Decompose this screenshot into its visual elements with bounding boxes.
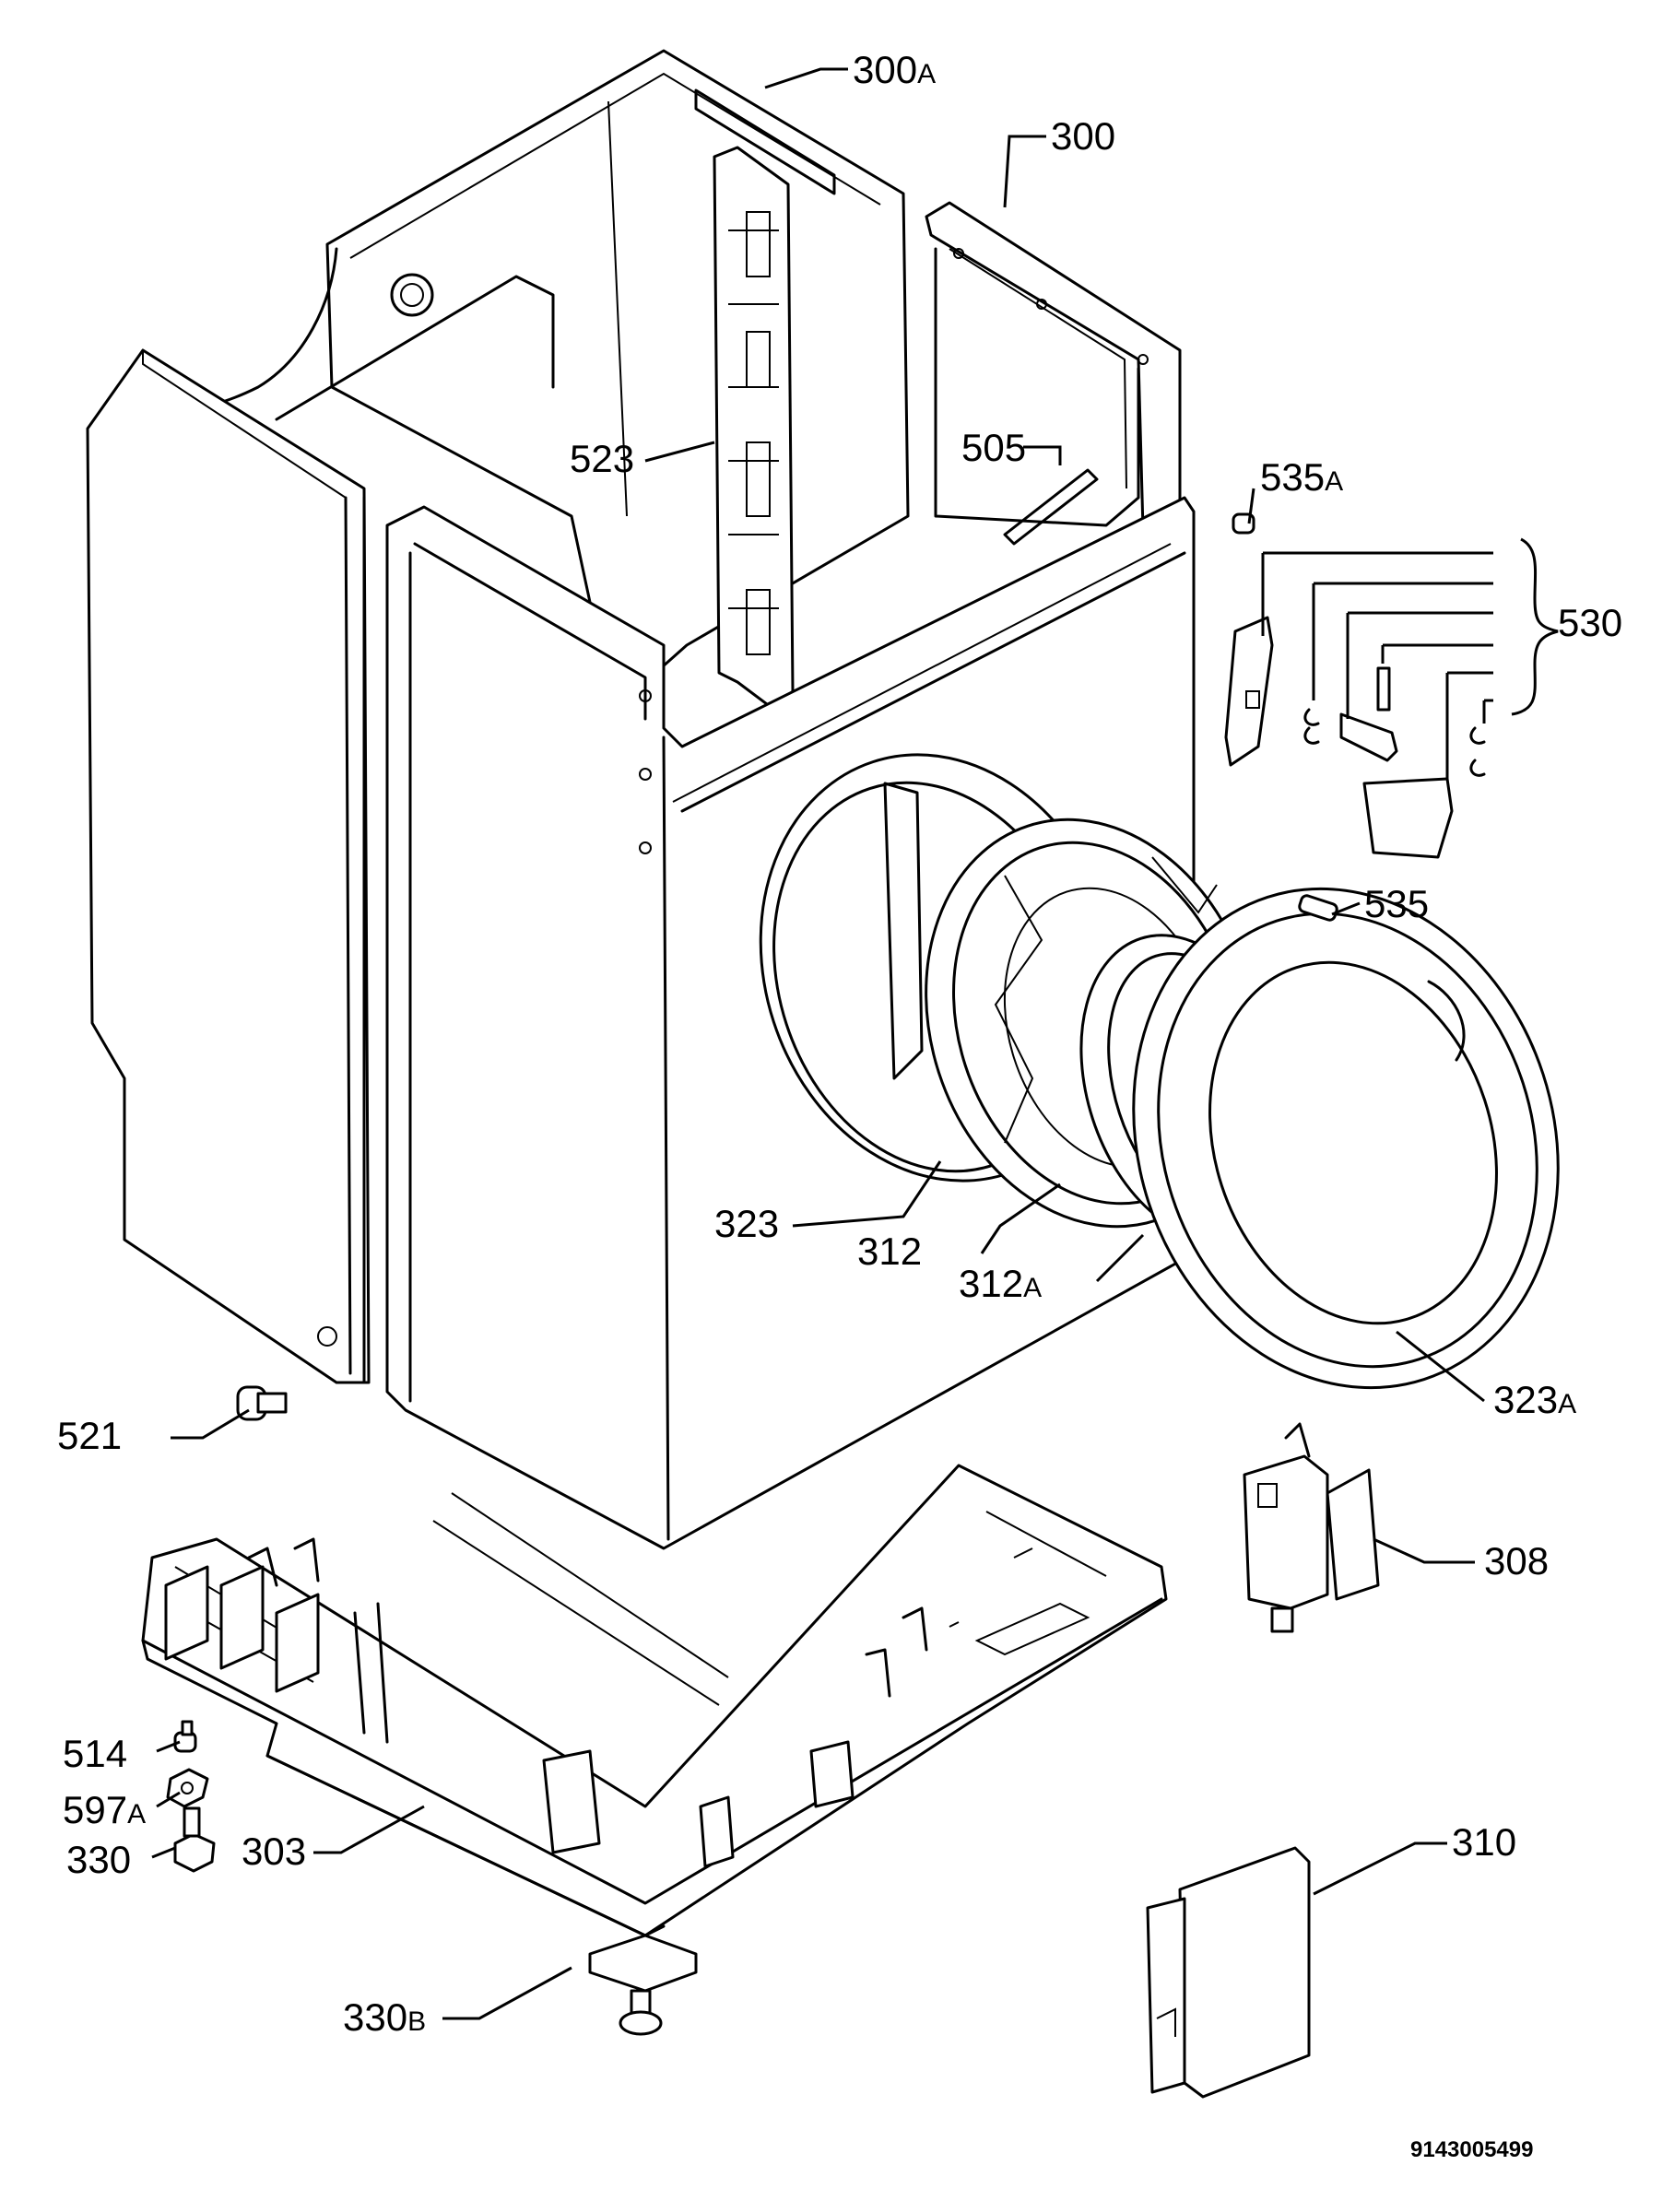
callout-523: 523 (570, 437, 634, 480)
callout-323: 323 (714, 1202, 779, 1245)
bracket-523 (713, 146, 795, 712)
front-cabinet (385, 496, 1196, 1550)
left-side-panel (86, 348, 371, 1384)
hinge-set-530 (1224, 537, 1559, 859)
bolt-330 (173, 1806, 216, 1873)
callout-300a: 300A (853, 48, 936, 91)
callout-310: 310 (1452, 1820, 1516, 1864)
callout-535: 535 (1364, 882, 1429, 925)
side-panel-300 (925, 201, 1182, 546)
callout-312: 312 (857, 1230, 922, 1273)
base-frame-303 (141, 1464, 1168, 1937)
callout-535a: 535A (1260, 455, 1343, 499)
callout-505: 505 (961, 426, 1026, 469)
screw-521 (236, 1385, 288, 1421)
hinge-308 (1243, 1422, 1380, 1633)
callout-303: 303 (242, 1830, 306, 1873)
screw-514 (173, 1720, 197, 1753)
callout-521: 521 (57, 1414, 122, 1457)
callout-308: 308 (1484, 1539, 1549, 1583)
document-number: 9143005499 (1410, 2137, 1533, 2162)
callout-330: 330 (66, 1838, 131, 1881)
callout-323a: 323A (1493, 1378, 1576, 1421)
leader-lines (151, 67, 1485, 2020)
foot-330b (588, 1934, 698, 2036)
cover-310 (1146, 1846, 1311, 2099)
callout-330b: 330B (343, 1995, 426, 2039)
nut-597a (166, 1768, 209, 1808)
callout-300: 300 (1051, 114, 1115, 158)
callout-514: 514 (63, 1732, 127, 1775)
callout-597a: 597A (63, 1788, 146, 1831)
door-323a (1132, 887, 1560, 1390)
callout-312a: 312A (959, 1262, 1042, 1305)
callout-530: 530 (1558, 601, 1622, 644)
callout-labels: 300A 300 523 505 535A 530 535 323 312 31… (57, 48, 1622, 2162)
